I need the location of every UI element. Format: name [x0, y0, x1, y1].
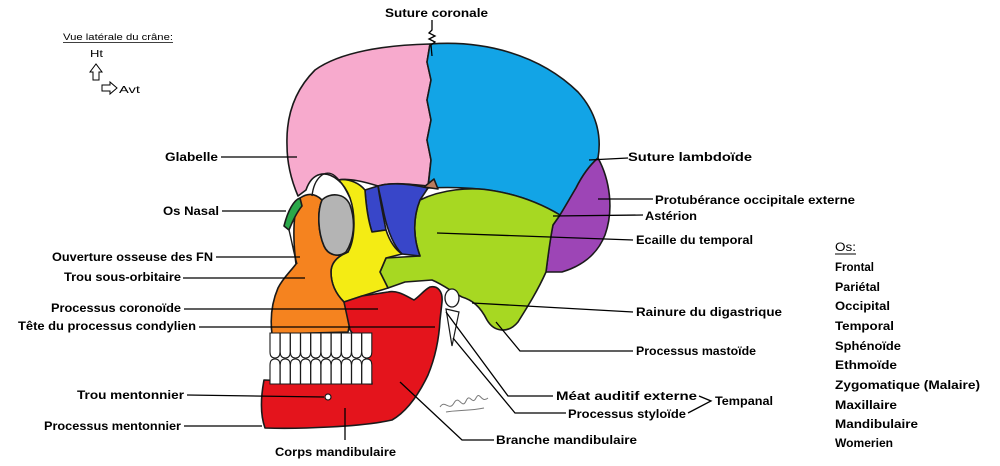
- legend-item-frontal: Frontal: [835, 260, 874, 274]
- label-ouverture-fn: Ouverture osseuse des FN: [52, 250, 213, 264]
- legend-item-ethmoide: Ethmoïde: [835, 358, 897, 372]
- label-rainure-digastrique: Rainure du digastrique: [636, 305, 782, 319]
- label-protuberance: Protubérance occipitale externe: [655, 193, 855, 207]
- frontal-bone: [287, 44, 431, 196]
- external-acoustic-meatus: [445, 289, 459, 307]
- legend-item-temporal: Temporal: [835, 319, 894, 333]
- signature-scribble: [440, 395, 488, 412]
- label-glabelle: Glabelle: [165, 150, 218, 164]
- legend: Os: Frontal Pariétal Occipital Temporal …: [835, 240, 980, 450]
- label-tete-condylien: Tête du processus condylien: [18, 319, 196, 333]
- mental-foramen: [325, 394, 331, 400]
- orientation-title: Vue latérale du crâne:: [63, 32, 173, 42]
- leader-processus-styloide: [453, 338, 566, 413]
- up-arrow-icon: [90, 64, 102, 80]
- lower-tooth: [321, 359, 331, 384]
- label-processus-mentonnier: Processus mentonnier: [44, 419, 181, 433]
- lower-tooth: [301, 359, 311, 384]
- lower-tooth: [362, 359, 372, 384]
- lower-tooth: [280, 359, 290, 384]
- upper-tooth: [290, 333, 300, 358]
- orientation-key: Vue latérale du crâne: Ht Avt: [63, 32, 173, 96]
- ethmoid-bone: [319, 195, 354, 255]
- upper-tooth: [321, 333, 331, 358]
- leader-processus-mastoide: [496, 322, 633, 351]
- lower-tooth: [331, 359, 341, 384]
- label-corps-mandibulaire: Corps mandibulaire: [275, 445, 396, 459]
- right-arrow-icon: [102, 82, 117, 94]
- forward-label: Avt: [119, 85, 140, 96]
- upper-tooth: [270, 333, 280, 358]
- legend-item-zygomatique: Zygomatique (Malaire): [835, 378, 980, 392]
- legend-title: Os:: [835, 240, 856, 254]
- lower-tooth: [352, 359, 362, 384]
- lower-tooth: [341, 359, 351, 384]
- teeth: [270, 333, 372, 384]
- label-processus-styloide: Processus styloïde: [568, 407, 686, 421]
- lower-tooth: [270, 359, 280, 384]
- label-branche-mandibulaire: Branche mandibulaire: [496, 433, 637, 447]
- label-suture-coronale: Suture coronale: [385, 6, 488, 20]
- legend-item-occipital: Occipital: [835, 299, 890, 313]
- upper-tooth: [301, 333, 311, 358]
- upper-tooth: [352, 333, 362, 358]
- skull: [262, 43, 610, 428]
- label-trou-mentonnier: Trou mentonnier: [77, 388, 184, 402]
- legend-item-womerien: Womerien: [835, 436, 893, 450]
- label-processus-coronoide: Processus coronoïde: [51, 301, 181, 315]
- label-tempanal: Tempanal: [715, 394, 773, 408]
- upper-tooth: [362, 333, 372, 358]
- upper-tooth: [341, 333, 351, 358]
- parietal-bone: [427, 43, 599, 215]
- label-os-nasal: Os Nasal: [163, 204, 219, 218]
- lower-tooth: [311, 359, 321, 384]
- legend-item-maxillaire: Maxillaire: [835, 398, 897, 412]
- legend-item-mandibulaire: Mandibulaire: [835, 417, 918, 431]
- up-label: Ht: [90, 49, 103, 60]
- label-asterion: Astérion: [645, 209, 697, 223]
- label-trou-sous-orbitaire: Trou sous-orbitaire: [64, 270, 181, 284]
- upper-tooth: [311, 333, 321, 358]
- label-ecaille: Ecaille du temporal: [636, 233, 753, 247]
- label-meat-auditif: Méat auditif externe: [556, 389, 697, 403]
- label-suture-lambdoide: Suture lambdoïde: [628, 150, 752, 164]
- upper-tooth: [331, 333, 341, 358]
- upper-tooth: [280, 333, 290, 358]
- legend-item-parietal: Pariétal: [835, 280, 880, 294]
- lower-tooth: [290, 359, 300, 384]
- legend-item-sphenoide: Sphénoïde: [835, 339, 901, 353]
- label-processus-mastoide: Processus mastoïde: [636, 344, 756, 358]
